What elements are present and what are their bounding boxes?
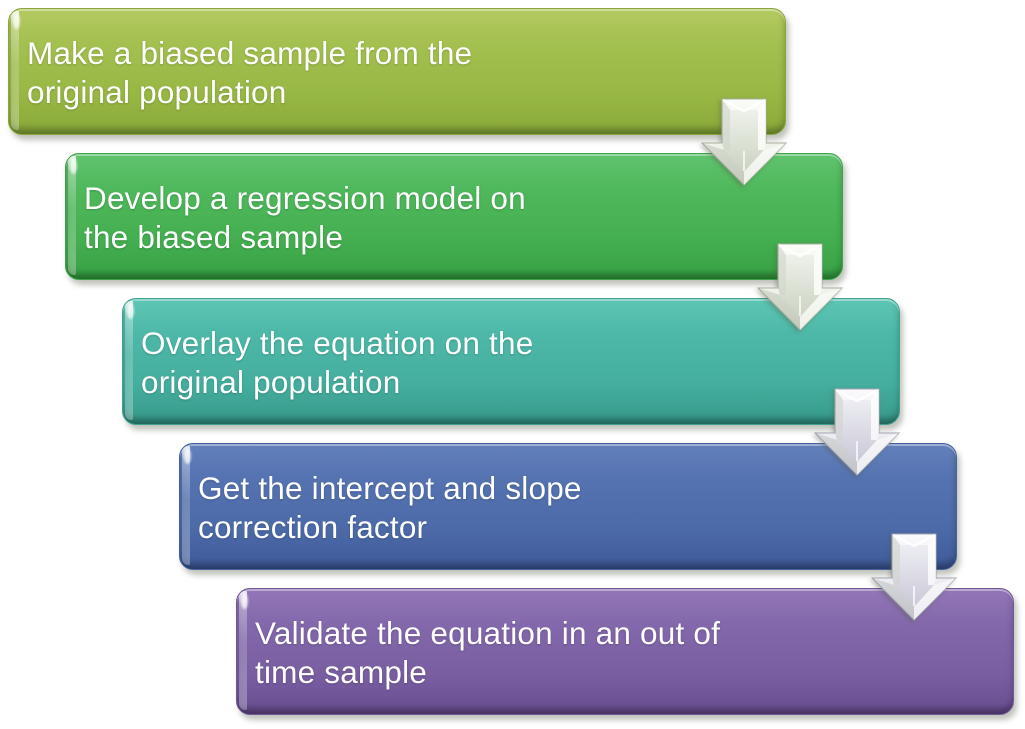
step-box-4: Get the intercept and slope correction f… [179,443,957,570]
step-5-text-line-2: time sample [255,654,428,690]
step-3-text-line-2: original population [141,364,401,400]
step-4-text-line-2: correction factor [198,509,428,545]
step-1-text-line-2: original population [27,74,287,110]
step-3-text-line-1: Overlay the equation on the [141,325,534,361]
step-box-1: Make a biased sample from the original p… [8,8,786,135]
step-box-3: Overlay the equation on the original pop… [122,298,900,425]
step-2-text-line-1: Develop a regression model on [84,180,526,216]
step-box-2: Develop a regression model on the biased… [65,153,843,280]
down-arrow-icon [871,533,957,621]
step-2-text-line-2: the biased sample [84,219,344,255]
step-box-5: Validate the equation in an out of time … [236,588,1014,715]
down-arrow-icon [814,388,900,476]
step-5-text-line-1: Validate the equation in an out of [255,615,721,651]
down-arrow-icon [701,98,787,186]
step-1-text-line-1: Make a biased sample from the [27,35,473,71]
down-arrow-icon [757,243,843,331]
step-4-text-line-1: Get the intercept and slope [198,470,582,506]
